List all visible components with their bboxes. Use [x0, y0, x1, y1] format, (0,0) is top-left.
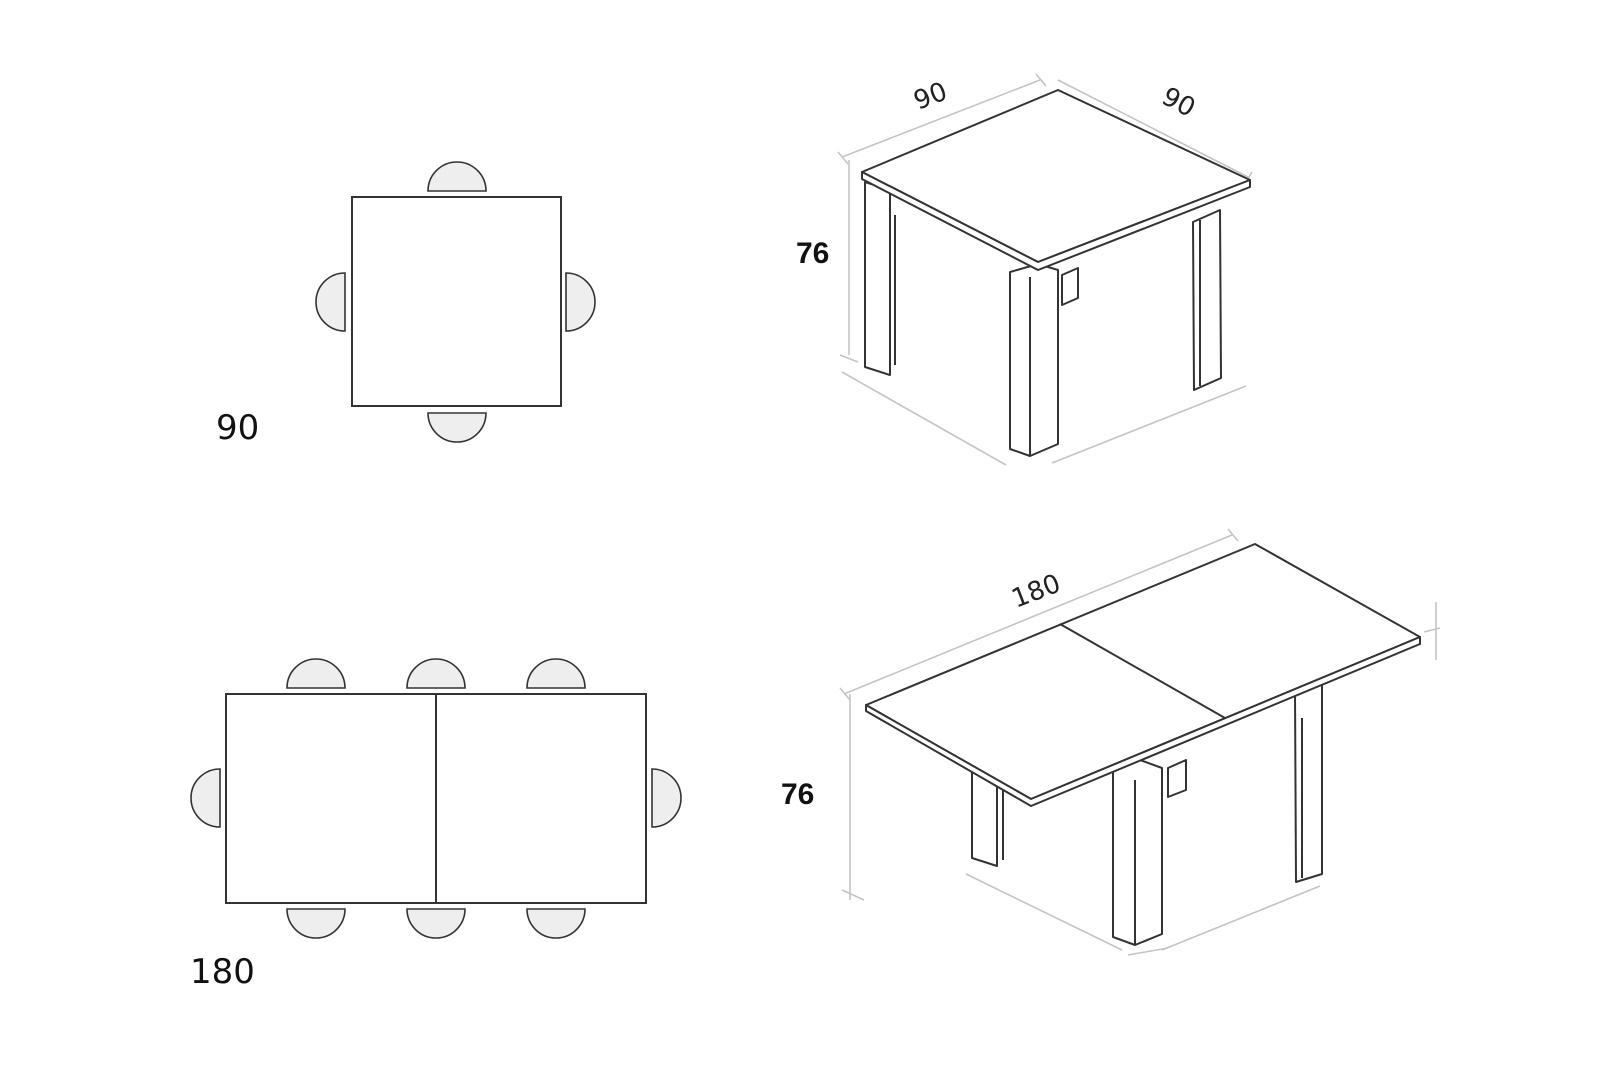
leg-left	[971, 771, 998, 867]
plan-extended-size-label: 180	[190, 952, 255, 992]
plan-square-table: 90	[216, 161, 596, 448]
square-table-top-edge	[861, 171, 1251, 271]
leg-front	[1009, 263, 1059, 457]
leg-back-right	[1192, 209, 1222, 391]
chair-bottom-1	[286, 908, 346, 939]
square-table-top	[351, 196, 562, 407]
chair-top	[427, 161, 487, 192]
plan-extended-table: 180	[190, 658, 682, 992]
chair-right	[565, 272, 596, 332]
chair-top-1	[286, 658, 346, 689]
leg-back-right	[1294, 681, 1323, 883]
iso-extended-table: 180 76	[781, 528, 1441, 956]
extended-table-top-edge	[865, 636, 1421, 807]
iso-extended-height-label: 76	[781, 778, 814, 811]
chair-bottom	[427, 412, 487, 443]
chair-bottom-2	[406, 908, 466, 939]
iso-square-table: 90 90 76	[796, 73, 1253, 466]
leg-front-left	[864, 181, 891, 376]
chair-top-3	[526, 658, 586, 689]
apron-back	[1167, 759, 1187, 798]
iso-square-dimension-lines	[837, 73, 1253, 466]
iso-square-height-label: 76	[796, 237, 829, 270]
chair-right	[651, 768, 682, 828]
iso-extended-dimension-lines	[839, 528, 1441, 956]
leg-front	[1112, 759, 1163, 946]
chair-left	[315, 272, 346, 332]
iso-square-depth-label: 90	[1157, 82, 1200, 124]
apron-back	[1061, 267, 1079, 306]
chair-bottom-3	[526, 908, 586, 939]
extended-table-join-line	[1059, 623, 1226, 719]
chair-left	[190, 768, 221, 828]
plan-square-size-label: 90	[216, 408, 259, 448]
iso-square-width-label: 90	[910, 77, 952, 117]
chair-top-2	[406, 658, 466, 689]
